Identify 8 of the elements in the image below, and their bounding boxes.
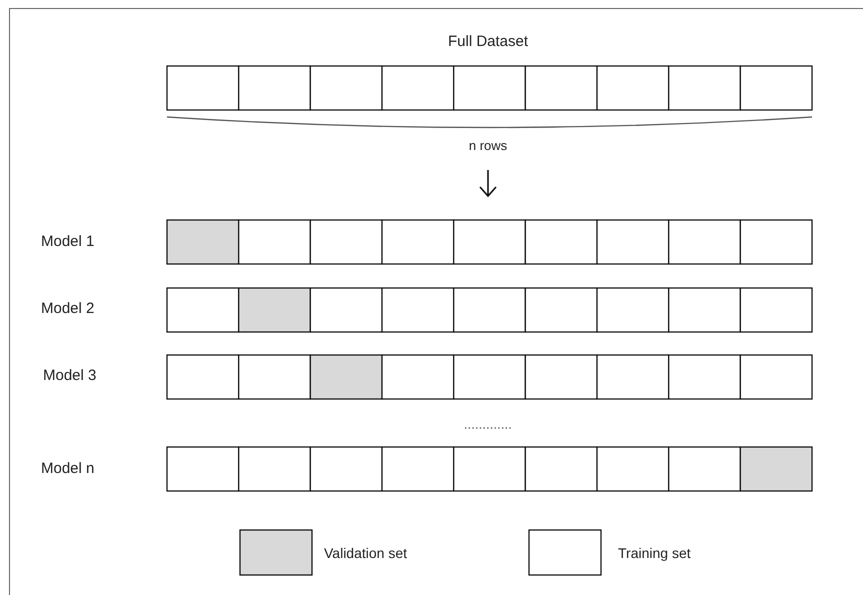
legend-label: Validation set [324, 544, 408, 562]
model-label: Model 1 [41, 233, 94, 251]
row-count-label: n rows [468, 137, 508, 155]
model-label: Model 2 [41, 300, 94, 318]
model-label: Model n [41, 460, 94, 478]
legend-label: Training set [618, 544, 691, 562]
model-label: Model 3 [43, 367, 96, 385]
dataset-title: Full Dataset [448, 33, 528, 51]
